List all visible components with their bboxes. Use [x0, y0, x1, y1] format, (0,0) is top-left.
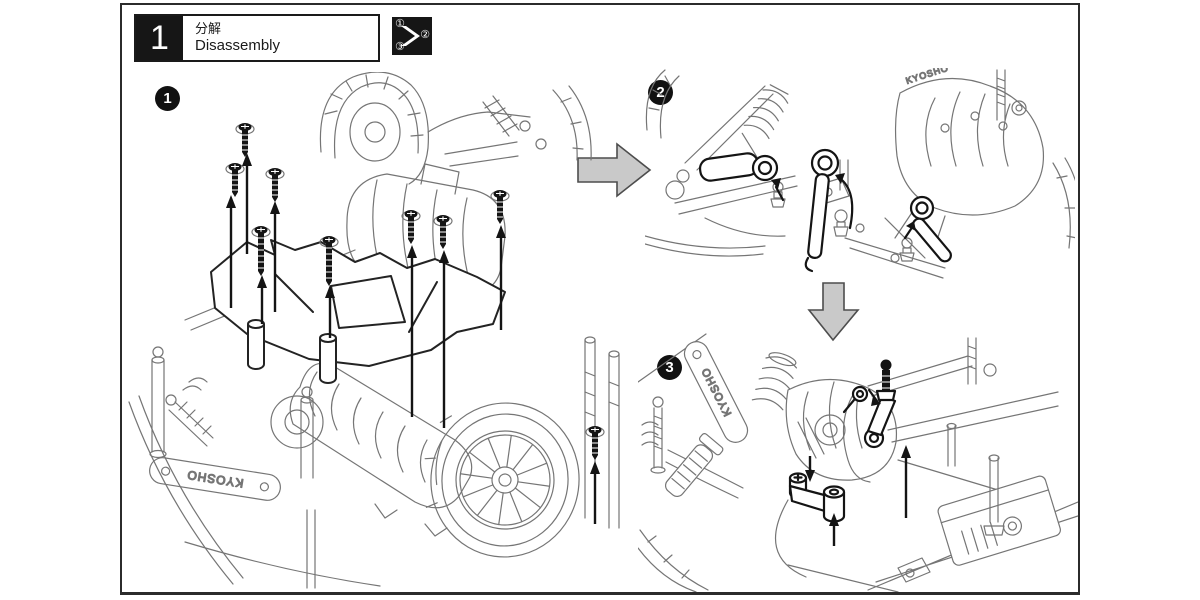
brand-text-panel2: KYOSHO — [905, 68, 950, 86]
sequence-step-1: ① — [395, 18, 405, 30]
step-number: 1 — [150, 18, 169, 57]
sequence-order-icon: ① ② ③ — [392, 17, 432, 55]
panel-3-badge-number: 3 — [665, 359, 674, 376]
step-title-english: Disassembly — [195, 36, 281, 54]
panel-3-illustration: KYOSHO — [638, 333, 1078, 592]
panel-2-badge-number: 2 — [656, 84, 665, 101]
step-number-box: 1 — [136, 16, 183, 60]
flow-arrow-right-icon — [577, 142, 652, 198]
panel-2-illustration: KYOSHO — [645, 68, 1075, 279]
step-title-japanese: 分解 — [195, 20, 222, 36]
panel-1-illustration: KYOSHO — [128, 72, 620, 589]
sequence-step-2: ② — [420, 29, 430, 41]
panel-1-badge-number: 1 — [163, 90, 172, 107]
panel-2-badge: 2 — [648, 80, 673, 105]
sequence-step-3: ③ — [395, 41, 405, 53]
panel-1-badge: 1 — [155, 86, 180, 111]
flow-arrow-down-icon — [807, 282, 860, 342]
step-title-box: 分解 Disassembly — [183, 16, 378, 60]
sequence-arrow-icon — [401, 26, 420, 46]
step-header: 1 分解 Disassembly — [134, 14, 380, 62]
